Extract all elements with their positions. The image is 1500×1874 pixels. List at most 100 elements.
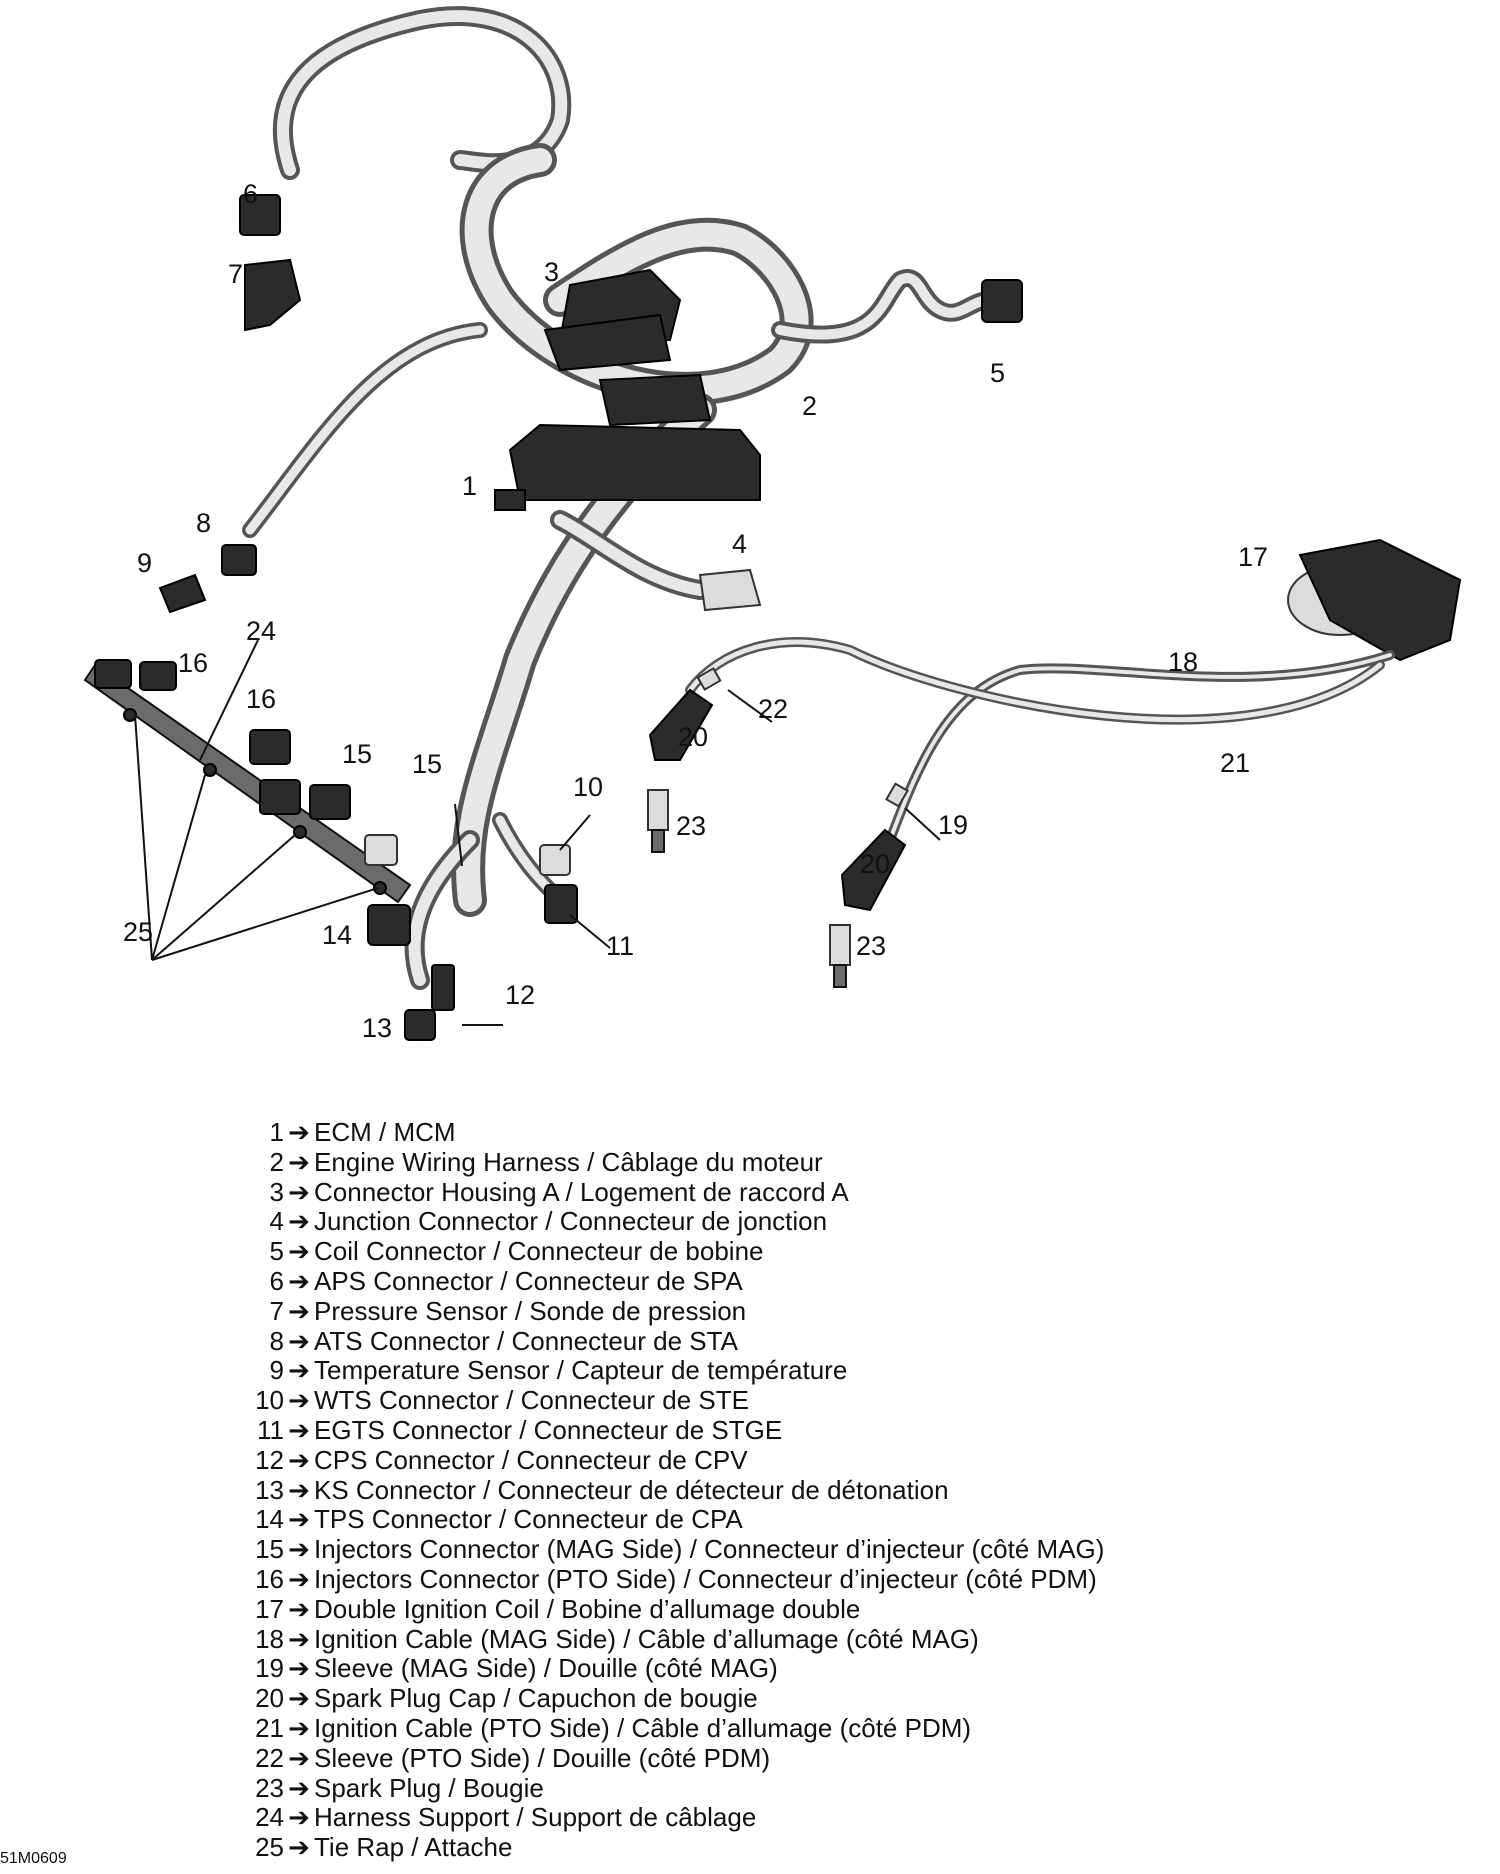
- spark-plug-cap-pto: [648, 688, 714, 761]
- legend-item: 19➔Sleeve (MAG Side) / Douille (côté MAG…: [240, 1653, 1340, 1684]
- arrow-icon: ➔: [288, 1563, 310, 1594]
- legend-label: WTS Connector / Connecteur de STE: [314, 1385, 749, 1416]
- legend-label: Coil Connector / Connecteur de bobine: [314, 1236, 764, 1267]
- callout-13: 13: [362, 1013, 392, 1043]
- arrow-icon: ➔: [288, 1444, 310, 1475]
- harness-support: [83, 663, 412, 904]
- legend-item: 4➔Junction Connector / Connecteur de jon…: [240, 1206, 1340, 1237]
- callout-23-a: 23: [676, 811, 706, 841]
- legend-number: 1: [269, 1117, 284, 1147]
- legend-label: Ignition Cable (MAG Side) / Câble d’allu…: [314, 1623, 979, 1654]
- legend-number: 11: [257, 1414, 284, 1445]
- arrow-icon: ➔: [288, 1206, 310, 1237]
- cps-connector: [431, 964, 455, 1011]
- sleeve-mag: [885, 782, 909, 808]
- ks-connector: [404, 1009, 436, 1041]
- legend-item: 20➔Spark Plug Cap / Capuchon de bougie: [240, 1683, 1340, 1714]
- spark-plug-cap-mag: [840, 828, 907, 912]
- wiring-harness-diagram: 6 7 3 5 2 1 8 9 4 17 24 16 16 18 22 20 1…: [83, 6, 1462, 1043]
- legend-number: 20: [255, 1683, 284, 1714]
- legend-item: 24➔Harness Support / Support de câblage: [240, 1802, 1340, 1833]
- arrow-icon: ➔: [288, 1593, 310, 1624]
- legend-item: 18➔Ignition Cable (MAG Side) / Câble d’a…: [240, 1623, 1340, 1655]
- callout-19: 19: [938, 810, 968, 840]
- callout-2: 2: [802, 391, 817, 421]
- legend-label: Spark Plug / Bougie: [314, 1772, 544, 1803]
- callout-10: 10: [573, 772, 603, 802]
- legend-label: Engine Wiring Harness / Câblage du moteu…: [314, 1146, 823, 1177]
- temperature-sensor: [158, 573, 207, 614]
- legend-number: 14: [255, 1504, 284, 1535]
- legend-item: 25➔Tie Rap / Attache: [240, 1832, 1340, 1863]
- legend-number: 9: [269, 1355, 284, 1386]
- sleeve-pto: [696, 667, 722, 691]
- callout-20-a: 20: [678, 722, 708, 752]
- legend-item: 9➔Temperature Sensor / Capteur de tempér…: [240, 1355, 1340, 1386]
- legend-number: 24: [255, 1802, 284, 1833]
- legend-label: Temperature Sensor / Capteur de températ…: [314, 1355, 848, 1386]
- legend-label: Connector Housing A / Logement de raccor…: [314, 1176, 849, 1207]
- arrow-icon: ➔: [288, 1236, 310, 1267]
- callout-25: 25: [123, 917, 153, 947]
- tps-connector: [367, 904, 411, 946]
- junction-connector: [698, 568, 762, 612]
- legend-label: Sleeve (MAG Side) / Douille (côté MAG): [314, 1653, 778, 1684]
- legend-item: 23➔Spark Plug / Bougie: [240, 1772, 1340, 1804]
- arrow-icon: ➔: [288, 1683, 310, 1714]
- arrow-icon: ➔: [288, 1295, 310, 1326]
- legend-label: Ignition Cable (PTO Side) / Câble d’allu…: [314, 1712, 972, 1743]
- callout-numbers: 6 7 3 5 2 1 8 9 4 17 24 16 16 18 22 20 1…: [123, 179, 1268, 1043]
- callout-22: 22: [758, 694, 788, 724]
- arrow-icon: ➔: [288, 1504, 310, 1535]
- legend-label: KS Connector / Connecteur de détecteur d…: [314, 1474, 949, 1505]
- callout-5: 5: [990, 358, 1005, 388]
- legend-number: 21: [255, 1712, 284, 1743]
- callout-1: 1: [462, 471, 477, 501]
- legend-item: 7➔Pressure Sensor / Sonde de pression: [240, 1295, 1340, 1327]
- legend-label: Injectors Connector (PTO Side) / Connect…: [314, 1563, 1097, 1594]
- callout-8: 8: [196, 508, 211, 538]
- legend-label: TPS Connector / Connecteur de CPA: [314, 1504, 743, 1535]
- legend-number: 8: [269, 1325, 284, 1356]
- legend-label: Spark Plug Cap / Capuchon de bougie: [314, 1683, 758, 1714]
- legend-item: 17➔Double Ignition Coil / Bobine d’allum…: [240, 1593, 1340, 1625]
- callout-17: 17: [1238, 542, 1268, 572]
- callout-15-a: 15: [342, 739, 372, 769]
- arrow-icon: ➔: [288, 1325, 310, 1356]
- legend-item: 13➔KS Connector / Connecteur de détecteu…: [240, 1474, 1340, 1506]
- callout-20-b: 20: [860, 849, 890, 879]
- arrow-icon: ➔: [288, 1623, 310, 1654]
- coil-connector: [981, 279, 1023, 323]
- pressure-sensor: [244, 258, 302, 332]
- spark-plug-mag: [829, 924, 851, 988]
- callout-14: 14: [322, 920, 352, 950]
- legend-item: 22➔Sleeve (PTO Side) / Douille (côté PDM…: [240, 1742, 1340, 1774]
- legend-item: 12➔CPS Connector / Connecteur de CPV: [240, 1444, 1340, 1476]
- legend-label: EGTS Connector / Connecteur de STGE: [314, 1414, 783, 1445]
- legend-item: 10➔WTS Connector / Connecteur de STE: [240, 1385, 1340, 1416]
- arrow-icon: ➔: [288, 1742, 310, 1773]
- legend-number: 5: [269, 1236, 284, 1267]
- callout-3: 3: [544, 257, 559, 287]
- legend-label: ECM / MCM: [314, 1117, 456, 1147]
- callout-16-a: 16: [178, 648, 208, 678]
- legend-label: APS Connector / Connecteur de SPA: [314, 1265, 743, 1296]
- legend-number: 4: [269, 1206, 284, 1237]
- legend-item: 3➔Connector Housing A / Logement de racc…: [240, 1176, 1340, 1208]
- legend-number: 23: [255, 1772, 284, 1803]
- legend-item: 14➔TPS Connector / Connecteur de CPA: [240, 1504, 1340, 1535]
- egts-connector: [544, 884, 578, 924]
- legend-item: 1➔ECM / MCM: [240, 1117, 1340, 1148]
- legend-item: 2➔Engine Wiring Harness / Câblage du mot…: [240, 1146, 1340, 1178]
- callout-18: 18: [1168, 647, 1198, 677]
- legend-item: 6➔APS Connector / Connecteur de SPA: [240, 1265, 1340, 1297]
- double-ignition-coil: [1287, 538, 1462, 662]
- legend-number: 17: [255, 1593, 284, 1624]
- legend-number: 3: [269, 1176, 284, 1207]
- arrow-icon: ➔: [288, 1146, 310, 1177]
- legend-label: Tie Rap / Attache: [314, 1832, 513, 1863]
- ecm-module: [494, 423, 761, 511]
- legend-number: 19: [255, 1653, 284, 1684]
- callout-24: 24: [246, 616, 276, 646]
